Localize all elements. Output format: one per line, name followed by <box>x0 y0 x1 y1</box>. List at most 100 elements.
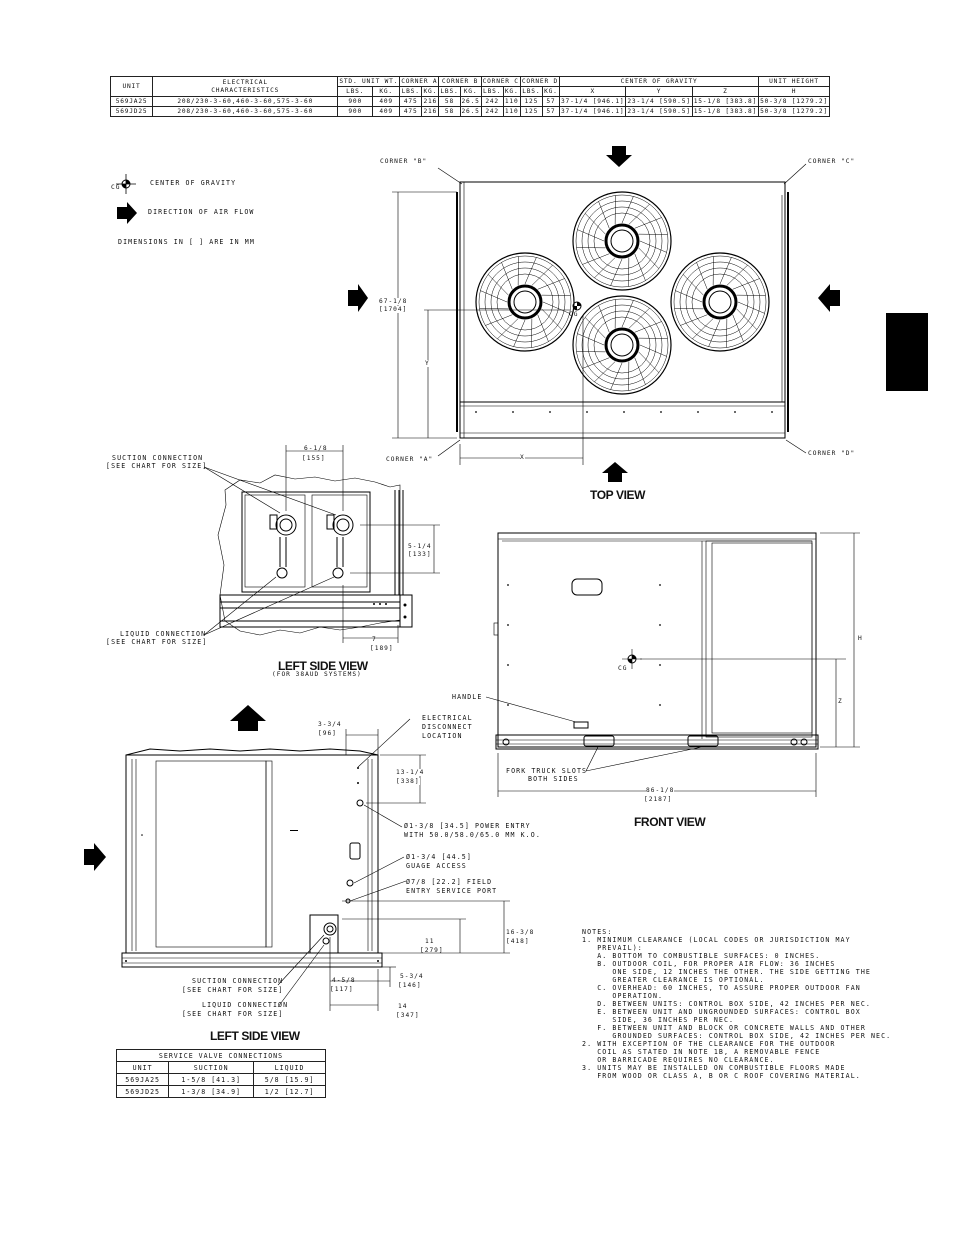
front-view-title: FRONT VIEW <box>634 815 706 829</box>
note-line: GREATER CLEARANCE IS OPTIONAL. <box>582 976 765 984</box>
notes-heading: NOTES: <box>582 928 613 936</box>
spec-table-cell: 50-3/8 [1279.2] <box>758 106 830 117</box>
sub-h: H <box>758 86 830 97</box>
condenser-fan-icon <box>572 191 672 291</box>
note-line: E. BETWEEN UNIT AND UNGROUNDED SURFACES:… <box>582 1008 861 1016</box>
dim-534: 5-3/4 <box>400 973 424 980</box>
top-view-title: TOP VIEW <box>590 488 646 502</box>
liquid-label-upper-2: [SEE CHART FOR SIZE] <box>106 638 208 646</box>
spec-table-cell: 900 <box>337 106 373 117</box>
sub-z: Z <box>691 86 760 97</box>
z-dim: Z <box>838 698 843 706</box>
suction-label-lower-2: [SEE CHART FOR SIZE] <box>182 986 284 994</box>
airflow-up-arrow-icon <box>230 705 266 731</box>
front-cg-label: CG <box>618 665 628 672</box>
spec-table-cell: 37-1/4 [946.1] <box>559 106 627 117</box>
spec-table-cell: 110 <box>502 106 521 117</box>
cg-marker-icon <box>572 301 582 311</box>
spec-table-cell: 475 <box>399 106 423 117</box>
airflow-arrow-icon <box>117 202 137 224</box>
note-line: C. OVERHEAD: 60 INCHES, TO ASSURE PROPER… <box>582 984 861 992</box>
note-line: B. OUTDOOR COIL, FOR PROPER AIR FLOW: 36… <box>582 960 836 968</box>
note-line: SIDE, 36 INCHES PER NEC. <box>582 1016 735 1024</box>
spec-table-cell: 58 <box>438 96 461 107</box>
left-side-upper-subtitle: (FOR 38AUD SYSTEMS) <box>272 671 362 678</box>
sub-lbs: LBS. <box>480 86 504 97</box>
service-valve-title: SERVICE VALVE CONNECTIONS <box>116 1049 326 1062</box>
svc-header-liquid: LIQUID <box>253 1061 326 1074</box>
section-tab <box>886 313 928 391</box>
sub-kg: KG. <box>502 86 521 97</box>
dim-375-mm: [96] <box>318 730 337 737</box>
top-view: CORNER "B" CORNER "C" CORNER "A" CORNER … <box>340 140 880 505</box>
note-line: OR BARRICADE REQUIRES NO CLEARANCE. <box>582 1056 775 1064</box>
dim-right-upper: 5-1/4 <box>408 543 432 550</box>
note-line: PREVAIL): <box>582 944 643 952</box>
field-entry-2: ENTRY SERVICE PORT <box>406 887 498 895</box>
spec-table-cell: 26.5 <box>459 96 482 107</box>
sub-kg: KG. <box>541 86 561 97</box>
spec-table-cell: 242 <box>480 106 504 117</box>
corner-c-label: CORNER "C" <box>808 158 856 165</box>
width-dim: 86-1/8 <box>646 787 675 795</box>
spec-table-cell: 900 <box>337 96 373 107</box>
spec-table-cell: 125 <box>519 106 543 117</box>
spec-table-cell: 15-1/8 [383.8] <box>691 106 760 117</box>
notes-list: 1. MINIMUM CLEARANCE (LOCAL CODES OR JUR… <box>582 936 922 1080</box>
condenser-fan-icon <box>670 252 770 352</box>
service-valve-cell: 569JD25 <box>115 1085 170 1098</box>
service-valve-cell: 569JA25 <box>115 1073 170 1086</box>
header-unit: UNIT <box>109 76 154 97</box>
header-unit-height: UNIT HEIGHT <box>758 76 830 87</box>
spec-table-cell: 23-1/4 [590.5] <box>625 106 693 117</box>
dim-1325-mm: [338] <box>396 778 420 786</box>
spec-table-cell: 58 <box>438 106 461 117</box>
note-line: COIL AS STATED IN NOTE 1B, A REMOVABLE F… <box>582 1048 821 1056</box>
suction-label-upper-2: [SEE CHART FOR SIZE] <box>106 462 208 470</box>
note-line: D. BETWEEN UNITS: CONTROL BOX SIDE, 42 I… <box>582 1000 871 1008</box>
spec-table-cell: 110 <box>502 96 521 107</box>
svc-header-suction: SUCTION <box>168 1061 255 1074</box>
note-line: GROUNDED SURFACES: CONTROL BOX SIDE, 42 … <box>582 1032 892 1040</box>
cg-symbol-icon <box>116 174 136 194</box>
h-dim: H <box>858 635 863 642</box>
sub-kg: KG. <box>421 86 440 97</box>
spec-table-cell: 475 <box>399 96 423 107</box>
note-line: 3. UNITS MAY BE INSTALLED ON COMBUSTIBLE… <box>582 1064 846 1072</box>
sub-lbs: LBS. <box>399 86 423 97</box>
fork-slots-label-2: BOTH SIDES <box>528 775 579 783</box>
electrical-disconnect-3: LOCATION <box>422 732 463 740</box>
condenser-fan-icon <box>475 252 575 352</box>
note-line: F. BETWEEN UNIT AND BLOCK OR CONCRETE WA… <box>582 1024 866 1032</box>
corner-a-label: CORNER "A" <box>386 456 434 463</box>
dim-14-mm: [347] <box>396 1012 420 1019</box>
suction-label-lower-1: SUCTION CONNECTION <box>192 977 284 985</box>
left-side-lower-title: LEFT SIDE VIEW <box>210 1029 300 1043</box>
airflow-right-arrow-icon <box>348 284 368 312</box>
y-dim: Y <box>425 360 430 368</box>
liquid-label-upper-1: LIQUID CONNECTION <box>120 630 207 638</box>
corner-b-label: CORNER "B" <box>380 158 428 165</box>
depth-dim: 67-1/8 <box>379 298 408 306</box>
note-line: 1. MINIMUM CLEARANCE (LOCAL CODES OR JUR… <box>582 936 851 944</box>
x-dim: X <box>520 454 525 462</box>
corner-d-label: CORNER "D" <box>808 450 856 457</box>
dim-1638-mm: [418] <box>506 938 530 945</box>
legend: CG CENTER OF GRAVITY DIRECTION OF AIR FL… <box>108 170 368 250</box>
dim-bottom-upper-mm: [189] <box>370 645 394 652</box>
electrical-disconnect-1: ELECTRICAL <box>422 714 473 722</box>
power-entry-1: Ø1-3/8 [34.5] POWER ENTRY <box>404 822 531 830</box>
dim-1638: 16-3/8 <box>506 929 535 936</box>
left-side-upper-drawing <box>203 445 440 643</box>
spec-table-cell: 57 <box>541 96 561 107</box>
dim-375: 3-3/4 <box>318 721 342 728</box>
spec-table-cell: 23-1/4 [590.5] <box>625 96 693 107</box>
airflow-right-arrow-icon <box>84 843 106 871</box>
sub-kg: KG. <box>459 86 482 97</box>
fork-slots-label-1: FORK TRUCK SLOTS <box>506 767 588 775</box>
spec-table-cell: 208/230-3-60,460-3-60,575-3-60 <box>152 96 339 107</box>
left-side-upper-title: LEFT SIDE VIEW <box>278 659 368 673</box>
